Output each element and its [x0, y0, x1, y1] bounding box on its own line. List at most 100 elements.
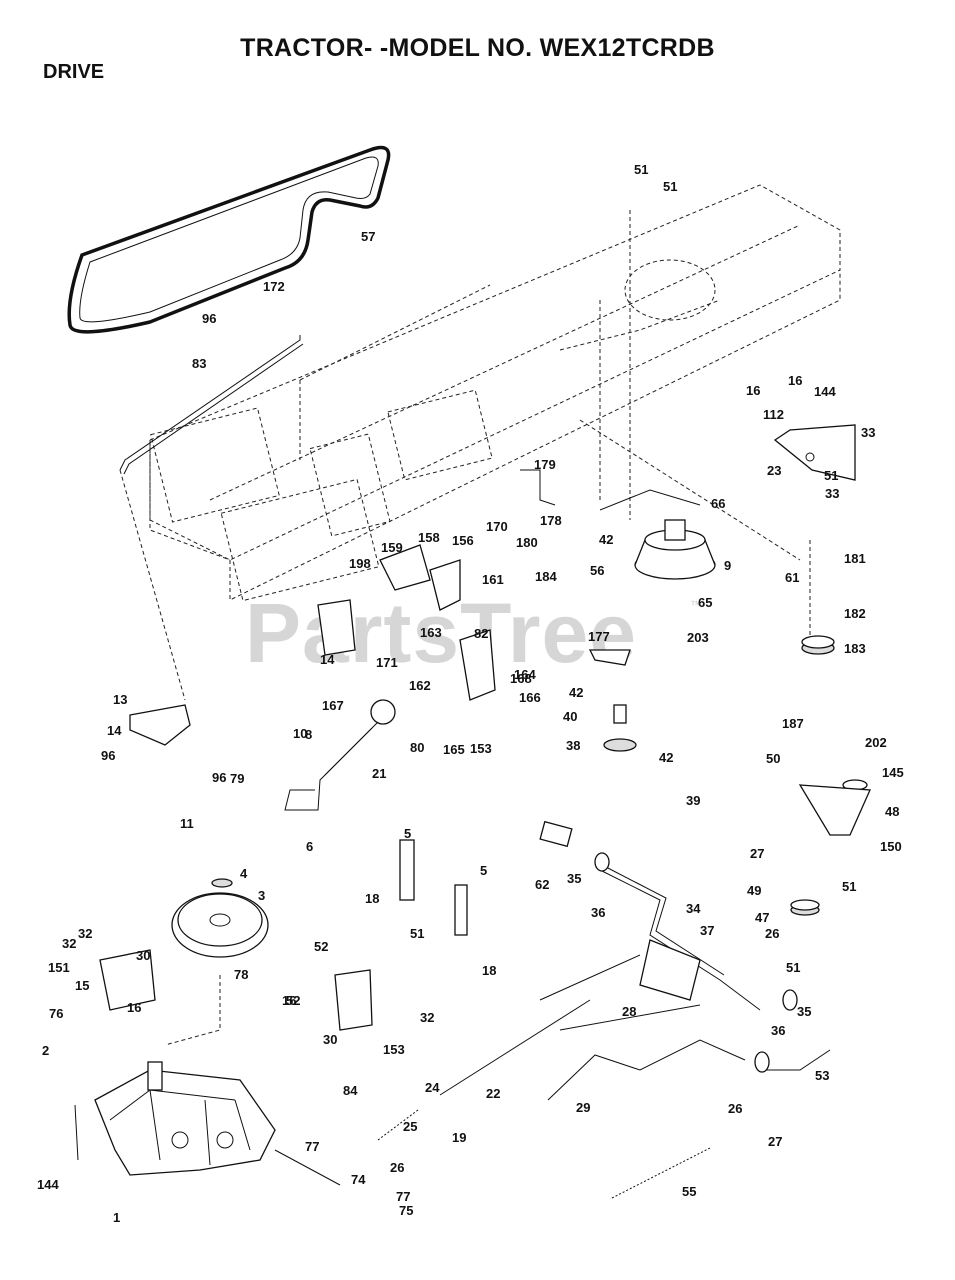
part-callout-167: 167 [322, 698, 344, 713]
part-callout-180: 180 [516, 535, 538, 550]
part-callout-76: 76 [49, 1006, 63, 1021]
part-callout-16: 16 [127, 1000, 141, 1015]
part-callout-171: 171 [376, 655, 398, 670]
part-callout-30: 30 [136, 948, 150, 963]
part-callout-83: 83 [192, 356, 206, 371]
part-callout-26: 26 [728, 1101, 742, 1116]
part-callout-170: 170 [486, 519, 508, 534]
part-callout-16: 16 [746, 383, 760, 398]
part-callout-75: 75 [399, 1203, 413, 1218]
tractor-frame [149, 184, 841, 561]
part-callout-96: 96 [212, 770, 226, 785]
part-callout-23: 23 [767, 463, 781, 478]
part-callout-6: 6 [306, 839, 313, 854]
part-callout-32: 32 [62, 936, 76, 951]
part-callout-33: 33 [825, 486, 839, 501]
watermark-trademark: ™ [690, 598, 702, 612]
part-callout-35: 35 [567, 871, 581, 886]
part-callout-153: 153 [470, 741, 492, 756]
part-callout-80: 80 [410, 740, 424, 755]
part-callout-38: 38 [566, 738, 580, 753]
part-callout-144: 144 [814, 384, 836, 399]
part-callout-42: 42 [599, 532, 613, 547]
part-callout-198: 198 [349, 556, 371, 571]
part-callout-51: 51 [824, 468, 838, 483]
part-callout-42: 42 [659, 750, 673, 765]
part-callout-184: 184 [535, 569, 557, 584]
part-callout-51: 51 [410, 926, 424, 941]
part-callout-2: 2 [42, 1043, 49, 1058]
part-callout-183: 183 [844, 641, 866, 656]
part-callout-77: 77 [305, 1139, 319, 1154]
part-callout-49: 49 [747, 883, 761, 898]
part-callout-159: 159 [381, 540, 403, 555]
part-callout-32: 32 [78, 926, 92, 941]
cross-shaft [599, 869, 761, 1011]
part-callout-19: 19 [452, 1130, 466, 1145]
part-callout-51: 51 [842, 879, 856, 894]
part-callout-24: 24 [425, 1080, 440, 1095]
pulley-main [634, 519, 716, 580]
part-callout-178: 178 [540, 513, 562, 528]
part-callout-26: 26 [390, 1160, 404, 1175]
part-callout-34: 34 [686, 901, 701, 916]
part-callout-30: 30 [323, 1032, 337, 1047]
brake-link [760, 1049, 831, 1071]
part-callout-53: 53 [815, 1068, 829, 1083]
part-callout-177: 177 [588, 629, 610, 644]
brake-bracket [99, 949, 156, 1011]
part-callout-61: 61 [785, 570, 799, 585]
part-callout-5: 5 [404, 826, 411, 841]
part-callout-26: 26 [765, 926, 779, 941]
part-callout-36: 36 [771, 1023, 785, 1038]
pulley-idler-lower [790, 899, 820, 916]
part-callout-50: 50 [766, 751, 780, 766]
part-callout-77: 77 [396, 1189, 410, 1204]
part-callout-27: 27 [750, 846, 764, 861]
part-callout-1: 1 [113, 1210, 120, 1225]
part-callout-36: 36 [591, 905, 605, 920]
part-callout-79: 79 [230, 771, 244, 786]
part-callout-51: 51 [663, 179, 677, 194]
spring [377, 1109, 419, 1141]
part-callout-179: 179 [534, 457, 556, 472]
part-callout-42: 42 [569, 685, 583, 700]
part-callout-8: 8 [305, 727, 312, 742]
bracket [773, 424, 856, 481]
part-callout-202: 202 [865, 735, 887, 750]
part-callout-22: 22 [486, 1086, 500, 1101]
shift-knob [370, 699, 396, 725]
part-callout-57: 57 [361, 229, 375, 244]
transaxle [94, 1061, 276, 1176]
drive-belt [67, 145, 391, 334]
transaxle-pulley [171, 878, 269, 958]
part-callout-15: 15 [75, 978, 89, 993]
diagram-title: TRACTOR- -MODEL NO. WEX12TCRDB [240, 34, 715, 62]
clutch-rod [439, 999, 591, 1096]
part-callout-166: 166 [519, 690, 541, 705]
part-callout-161: 161 [482, 572, 504, 587]
part-callout-52: 52 [314, 939, 328, 954]
part-callout-78: 78 [234, 967, 248, 982]
part-callout-39: 39 [686, 793, 700, 808]
part-callout-158: 158 [418, 530, 440, 545]
part-callout-168: 168 [510, 671, 532, 686]
lift-rod [119, 335, 301, 471]
part-callout-165: 165 [443, 742, 465, 757]
part-callout-51: 51 [634, 162, 648, 177]
part-callout-4: 4 [240, 866, 248, 881]
part-callout-18: 18 [365, 891, 379, 906]
part-callout-65: 65 [698, 595, 712, 610]
part-callout-82: 82 [474, 626, 488, 641]
part-callout-47: 47 [755, 910, 769, 925]
part-callout-13: 13 [113, 692, 127, 707]
part-callout-16: 16 [282, 993, 296, 1008]
part-callout-21: 21 [372, 766, 386, 781]
part-callout-151: 151 [48, 960, 70, 975]
part-callout-145: 145 [882, 765, 904, 780]
brake-bracket-lower [334, 969, 373, 1031]
part-callout-37: 37 [700, 923, 714, 938]
part-callout-52: 52 [286, 993, 300, 1008]
part-callout-153: 153 [383, 1042, 405, 1057]
